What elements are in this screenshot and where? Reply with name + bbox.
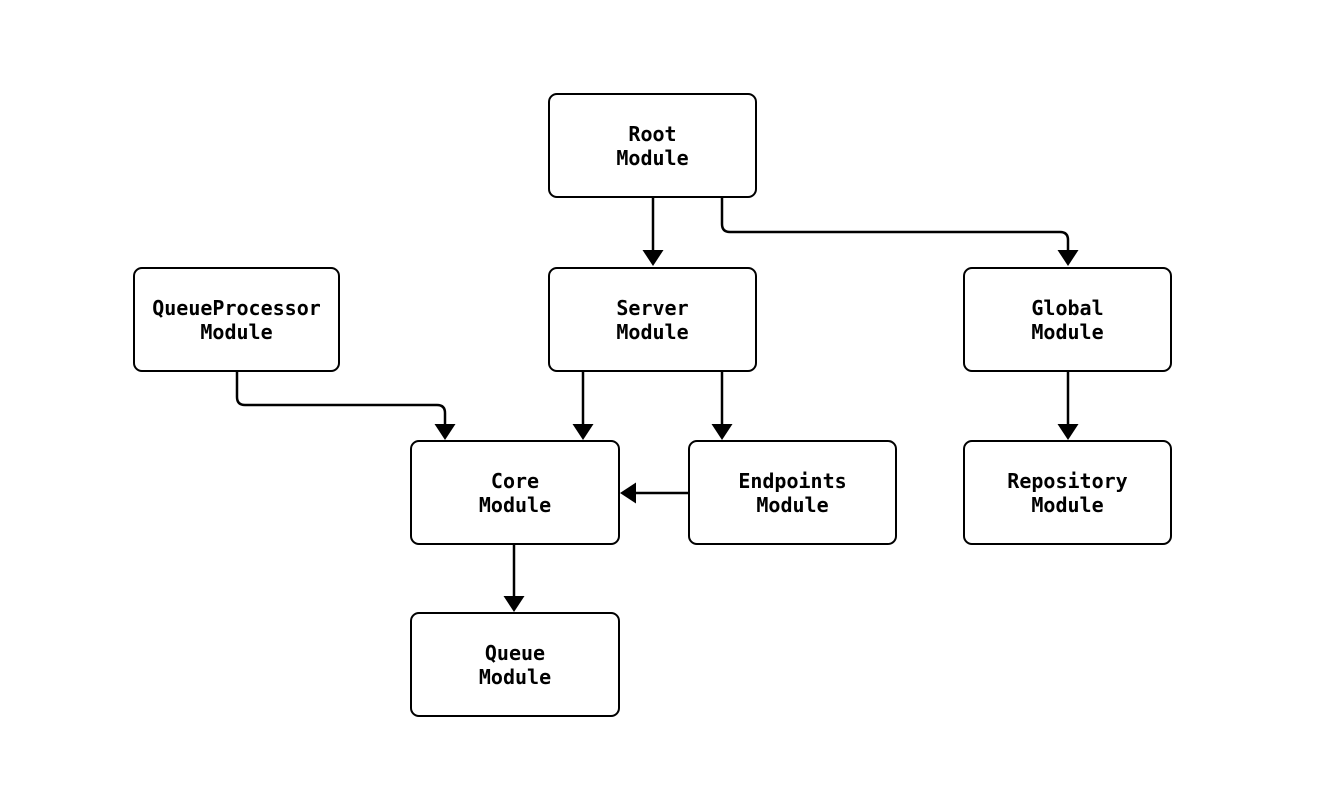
edge-queueprocessor-to-core xyxy=(235,372,447,426)
node-queueprocessor-module: QueueProcessor Module xyxy=(133,267,340,372)
node-label-line2: Module xyxy=(616,145,689,170)
node-endpoints-module: Endpoints Module xyxy=(688,440,897,545)
arrowhead-queueprocessor-to-core-icon xyxy=(434,424,456,440)
node-label-line2: Module xyxy=(200,319,273,344)
node-core-module: Core Module xyxy=(410,440,620,545)
node-label-line2: Module xyxy=(478,492,552,517)
node-label-line2: Module xyxy=(1031,319,1104,344)
node-label-line1: Root xyxy=(628,121,677,146)
node-global-module: Global Module xyxy=(963,267,1172,372)
arrowhead-core-to-queue-icon xyxy=(503,596,525,612)
arrowhead-server-to-endpoints-icon xyxy=(711,424,733,440)
node-label-line1: Endpoints xyxy=(738,468,847,493)
arrowhead-global-to-repository-icon xyxy=(1057,424,1079,440)
node-repository-module: Repository Module xyxy=(963,440,1172,545)
node-label-line2: Module xyxy=(1031,492,1104,517)
node-label-line1: Global xyxy=(1031,295,1104,320)
node-queue-module: Queue Module xyxy=(410,612,620,717)
node-label-line1: QueueProcessor xyxy=(152,295,321,320)
node-label-line1: Core xyxy=(490,468,540,493)
node-label-line2: Module xyxy=(478,664,552,689)
edge-root-to-global xyxy=(720,198,1070,252)
node-label-line2: Module xyxy=(756,492,829,517)
arrowhead-server-to-core-icon xyxy=(572,424,594,440)
node-label-line1: Queue xyxy=(484,640,546,665)
node-server-module: Server Module xyxy=(548,267,757,372)
node-root-module: Root Module xyxy=(548,93,757,198)
arrowhead-root-to-server-icon xyxy=(642,250,664,266)
node-label-line1: Repository xyxy=(1007,468,1128,493)
arrowhead-endpoints-to-core-icon xyxy=(620,482,636,504)
arrowhead-root-to-global-icon xyxy=(1057,250,1079,266)
node-label-line1: Server xyxy=(616,295,689,320)
node-label-line2: Module xyxy=(616,319,689,344)
